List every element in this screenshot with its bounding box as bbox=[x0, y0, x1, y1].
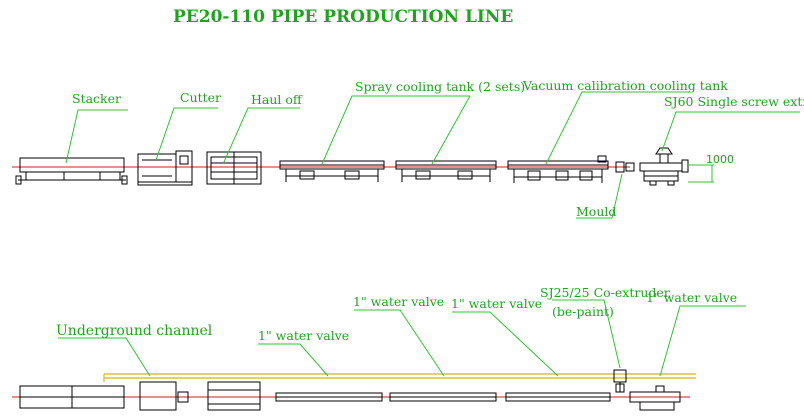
dimension-1000-label: 1000 bbox=[706, 153, 734, 166]
bottom-production-line: Underground channel 1" water valve 1" wa… bbox=[12, 285, 746, 411]
haul-off-leader bbox=[223, 107, 300, 163]
water-valve-4-leader bbox=[659, 305, 746, 377]
dimension-marker: 1000 bbox=[688, 153, 734, 183]
bottom-tank-2 bbox=[389, 392, 497, 402]
vacuum-tank-label: Vacuum calibration cooling tank bbox=[522, 78, 728, 93]
water-valve-1-leader bbox=[258, 343, 329, 377]
bottom-tank-1 bbox=[275, 392, 383, 402]
stacker-leader bbox=[65, 109, 128, 164]
cutter-leader bbox=[155, 107, 218, 161]
bottom-cutter bbox=[139, 381, 189, 411]
bottom-tank-3 bbox=[505, 392, 611, 402]
cutter-label: Cutter bbox=[180, 90, 221, 105]
stacker-label: Stacker bbox=[72, 91, 121, 106]
spray-cooling-tank-2 bbox=[395, 160, 497, 182]
spray-cooling-tank-1 bbox=[279, 160, 385, 182]
cutter-machine bbox=[137, 150, 193, 186]
spray-tank-leader-1 bbox=[321, 95, 470, 165]
diagram-title: PE20-110 PIPE PRODUCTION LINE bbox=[173, 7, 513, 27]
extruder-label: SJ60 Single screw extruder bbox=[664, 94, 804, 109]
extruder-leader bbox=[661, 111, 800, 152]
bottom-extruder bbox=[629, 385, 681, 411]
top-production-line: 1000 Stacker Cutter Haul off Spray cooli… bbox=[12, 78, 804, 219]
spray-tank-label: Spray cooling tank (2 sets) bbox=[355, 79, 525, 94]
underground-channel-leader bbox=[58, 337, 151, 377]
water-valve-1-label: 1" water valve bbox=[258, 328, 349, 343]
water-valve-3-label: 1" water valve bbox=[451, 296, 542, 311]
co-extruder-leader bbox=[552, 299, 621, 369]
mould-label: Mould bbox=[576, 204, 616, 219]
mould bbox=[615, 161, 635, 173]
vacuum-calibration-tank bbox=[507, 155, 609, 183]
stacker-machine bbox=[15, 157, 128, 185]
bottom-haul-off bbox=[207, 381, 261, 411]
bottom-stacker bbox=[19, 385, 125, 409]
co-extruder-note: (be-paint) bbox=[552, 304, 614, 319]
water-valve-3-leader bbox=[452, 311, 559, 377]
co-extruder-label: SJ25/25 Co-extruder bbox=[540, 285, 670, 300]
single-screw-extruder bbox=[639, 147, 689, 186]
water-valve-4-label: 1" water valve bbox=[646, 290, 737, 305]
underground-channel-label: Underground channel bbox=[56, 323, 213, 339]
water-valve-2-label: 1" water valve bbox=[353, 294, 444, 309]
vacuum-tank-leader bbox=[545, 91, 690, 165]
water-valve-2-leader bbox=[354, 309, 445, 377]
spray-tank-leader-2 bbox=[431, 95, 471, 165]
co-extruder-machine bbox=[613, 369, 627, 393]
haul-off-label: Haul off bbox=[251, 92, 303, 107]
mould-leader bbox=[576, 173, 623, 219]
haul-off-machine bbox=[206, 151, 262, 185]
